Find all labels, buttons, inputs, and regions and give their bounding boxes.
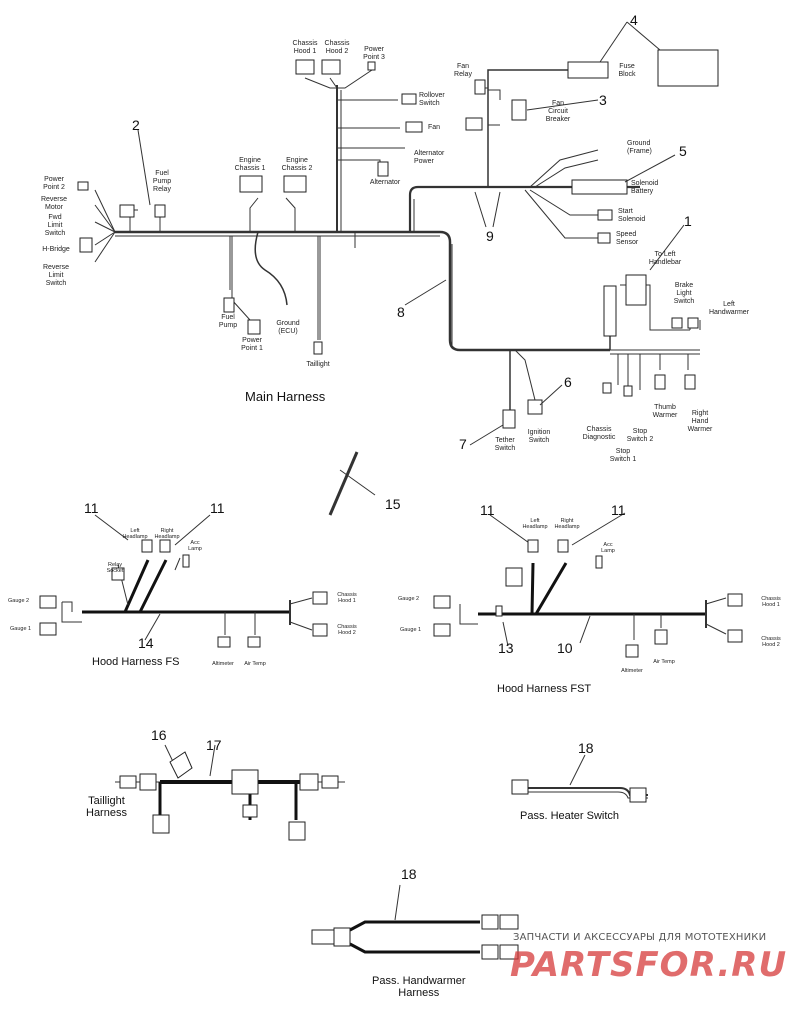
label-fst-chassis-hood-2: Chassis Hood 2	[761, 636, 781, 648]
callout-15: 16	[151, 727, 167, 743]
label-speed-sensor: Speed Sensor	[616, 231, 639, 246]
callout-2: 2	[132, 117, 140, 133]
label-fst-air-temp: Air Temp	[653, 659, 675, 665]
callout-6: 6	[564, 374, 572, 390]
label-stop-switch-2: Stop Switch 2	[626, 428, 654, 443]
callout-10: 10	[557, 640, 573, 656]
main-harness-trunk	[94, 69, 701, 410]
label-fst-right-headlamp: Right Headlamp	[554, 518, 580, 530]
label-power-point-3: Power Point 3	[363, 46, 385, 61]
main-harness-connectors	[77, 49, 719, 429]
label-fs-relay-socket: Relay Socket	[106, 562, 124, 574]
callout-12: 13	[498, 640, 514, 656]
hood-fs-connectors	[39, 539, 328, 648]
label-fst-altimeter: Altimeter	[621, 668, 643, 674]
label-thumb-warmer: Thumb Warmer	[652, 404, 678, 419]
label-brake-light-switch: Brake Light Switch	[673, 282, 695, 305]
callout-7: 7	[459, 436, 467, 452]
label-chassis-hood-1: Chassis Hood 1	[292, 40, 318, 55]
label-fs-chassis-hood-1: Chassis Hood 1	[337, 592, 357, 604]
label-engine-chassis-2: Engine Chassis 2	[281, 157, 313, 172]
label-fuse-block: Fuse Block	[618, 63, 636, 78]
main-harness-title: Main Harness	[245, 389, 326, 404]
label-ground-frame: Ground (Frame)	[627, 140, 652, 155]
label-power-point-2: Power Point 2	[43, 176, 65, 191]
pass-heater-connectors	[511, 779, 647, 803]
callout-9: 9	[486, 228, 494, 244]
taillight-harness-title: Taillight Harness	[86, 795, 127, 819]
hood-fst-harness	[459, 512, 727, 647]
watermark-logo: PARTSFOR.RU	[510, 945, 788, 985]
pass-handwarmer-title: Pass. Handwarmer Harness	[372, 975, 466, 999]
label-fan-relay: Fan Relay	[454, 63, 472, 78]
label-fs-acc-lamp: Acc Lamp	[188, 540, 202, 552]
label-start-solenoid: Start Solenoid	[618, 208, 646, 223]
callout-1: 1	[684, 213, 692, 229]
label-tether-switch: Tether Switch	[494, 437, 516, 452]
label-left-handwarmer: Left Handwarmer	[708, 301, 750, 316]
pass-handwarmer-harness	[349, 884, 480, 954]
label-chassis-diagnostic: Chassis Diagnostic	[582, 426, 616, 441]
hood-fst-connectors	[433, 539, 743, 658]
label-alternator: Alternator	[369, 179, 401, 186]
callout-14: 15	[385, 496, 401, 512]
taillight-connectors	[119, 751, 339, 841]
label-fs-left-headlamp: Left Headlamp	[122, 528, 148, 540]
callout-18: 18	[401, 866, 417, 882]
label-fs-gauge-2: Gauge 2	[8, 598, 30, 604]
callout-4: 4	[630, 12, 638, 28]
callout-5: 5	[679, 143, 687, 159]
label-to-left-handlebar: To Left Handlebar	[648, 251, 682, 266]
label-taillight: Taillight	[306, 361, 330, 368]
label-reverse-limit-switch: Reverse Limit Switch	[42, 264, 70, 287]
callout-11: 11	[480, 502, 495, 518]
callout-16: 17	[206, 737, 222, 753]
hood-fs-title: Hood Harness FS	[92, 656, 180, 668]
label-fs-chassis-hood-2: Chassis Hood 2	[337, 624, 357, 636]
label-fan-circuit-breaker: Fan Circuit Breaker	[545, 100, 571, 123]
label-h-bridge: H-Bridge	[42, 246, 70, 253]
label-fs-air-temp: Air Temp	[244, 661, 266, 667]
label-engine-chassis-1: Engine Chassis 1	[234, 157, 266, 172]
label-fan: Fan	[428, 124, 441, 131]
callout-17: 18	[578, 740, 594, 756]
callout-11: 11	[210, 500, 225, 516]
label-fst-gauge-2: Gauge 2	[398, 596, 420, 602]
callout-11: 11	[611, 502, 626, 518]
label-fst-gauge-1: Gauge 1	[400, 627, 422, 633]
callout-leaders	[137, 21, 685, 496]
label-alternator-power: Alternator Power	[414, 150, 445, 165]
label-rollover-switch: Rollover Switch	[419, 92, 445, 107]
label-ignition-switch: Ignition Switch	[527, 429, 551, 444]
callout-11: 11	[84, 500, 99, 516]
label-stop-switch-1: Stop Switch 1	[609, 448, 637, 463]
label-reverse-motor: Reverse Motor	[40, 196, 68, 211]
label-fst-chassis-hood-1: Chassis Hood 1	[761, 596, 781, 608]
item-14-rod	[328, 451, 359, 516]
label-solenoid-battery: Solenoid Battery	[631, 180, 659, 195]
label-chassis-hood-2: Chassis Hood 2	[324, 40, 350, 55]
label-fst-left-headlamp: Left Headlamp	[522, 518, 548, 530]
label-power-point-1: Power Point 1	[241, 337, 263, 352]
label-ground-ecu: Ground (ECU)	[276, 320, 300, 335]
callout-3: 3	[599, 92, 607, 108]
label-fuel-pump-relay: Fuel Pump Relay	[152, 170, 172, 193]
label-right-hand-warmer: Right Hand Warmer	[687, 410, 713, 433]
label-fuel-pump: Fuel Pump	[218, 314, 238, 329]
label-fst-acc-lamp: Acc Lamp	[601, 542, 615, 554]
label-fwd-limit-switch: Fwd Limit Switch	[44, 214, 66, 237]
callout-8: 8	[397, 304, 405, 320]
pass-heater-title: Pass. Heater Switch	[520, 810, 620, 822]
hood-fs-harness	[61, 514, 313, 641]
label-fs-gauge-1: Gauge 1	[10, 626, 32, 632]
watermark-tagline: ЗАПЧАСТИ И АКСЕССУАРЫ ДЛЯ МОТОТЕХНИКИ	[513, 932, 767, 943]
label-fs-altimeter: Altimeter	[212, 661, 234, 667]
hood-fst-title: Hood Harness FST	[497, 683, 592, 695]
label-fs-right-headlamp: Right Headlamp	[154, 528, 180, 540]
callout-13: 14	[138, 635, 154, 651]
pass-handwarmer-connectors	[311, 914, 519, 960]
